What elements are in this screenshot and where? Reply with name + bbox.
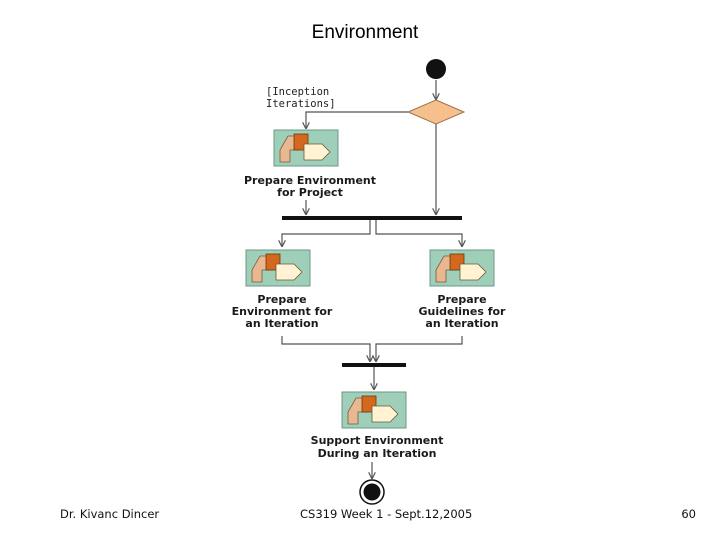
activity-label-support-env-1: Support Environment bbox=[311, 434, 444, 447]
footer-page-number: 60 bbox=[681, 507, 696, 521]
flow-decision-project bbox=[306, 111, 408, 128]
activity-icon-prepare-env-iteration bbox=[245, 249, 311, 287]
activity-label-prepare-env-iteration-3: an Iteration bbox=[245, 317, 318, 330]
flow-env-iteration-join bbox=[281, 336, 370, 361]
activity-label-prepare-guidelines-2: Guidelines for bbox=[419, 305, 507, 318]
slide-title: Environment bbox=[311, 22, 419, 43]
guard-label-line2: Iterations] bbox=[266, 98, 336, 110]
fork-bar bbox=[282, 216, 462, 220]
activity-label-support-env-2: During an Iteration bbox=[318, 447, 437, 460]
decision-node bbox=[406, 99, 466, 125]
activity-icon-support-env bbox=[341, 391, 407, 429]
flow-guidelines-join bbox=[376, 336, 463, 361]
join-bar bbox=[342, 363, 406, 367]
footer-course: CS319 Week 1 - Sept.12,2005 bbox=[300, 507, 473, 521]
activity-icon-prepare-guidelines bbox=[429, 249, 495, 287]
flow-fork-env-iteration bbox=[282, 220, 371, 246]
guard-label-line1: [Inception bbox=[266, 86, 329, 98]
start-node bbox=[426, 59, 446, 79]
activity-label-prepare-env-iteration-1: Prepare bbox=[257, 293, 306, 306]
activity-label-prepare-env-project-1: Prepare Environment bbox=[244, 174, 376, 187]
activity-label-prepare-guidelines-1: Prepare bbox=[437, 293, 486, 306]
activity-icon-prepare-env-project bbox=[273, 129, 339, 167]
activity-label-prepare-env-iteration-2: Environment for bbox=[232, 305, 333, 318]
footer-author: Dr. Kivanc Dincer bbox=[60, 507, 160, 521]
end-node bbox=[363, 483, 381, 501]
activity-label-prepare-guidelines-3: an Iteration bbox=[425, 317, 498, 330]
flow-fork-guidelines bbox=[375, 220, 462, 246]
activity-label-prepare-env-project-2: for Project bbox=[277, 186, 343, 199]
